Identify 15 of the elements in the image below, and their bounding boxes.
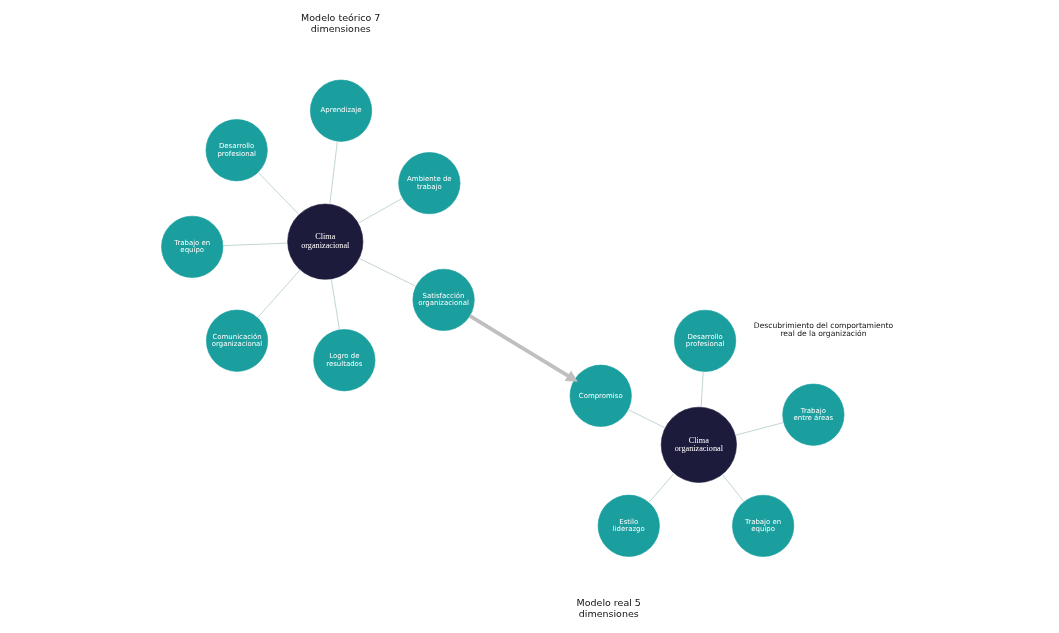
label: Modelo real 5 dimensiones xyxy=(576,596,641,619)
connector xyxy=(700,371,704,408)
connector xyxy=(627,409,665,429)
arrow xyxy=(468,314,578,382)
label: Modelo teórico 7 dimensiones xyxy=(300,11,380,34)
connector xyxy=(721,474,744,503)
connector xyxy=(358,258,416,287)
connector xyxy=(222,242,288,246)
connector xyxy=(734,422,784,436)
connector xyxy=(648,473,674,503)
connector xyxy=(257,172,299,215)
connector xyxy=(329,140,338,205)
connector xyxy=(357,197,403,224)
connector xyxy=(330,278,340,330)
connector xyxy=(256,269,301,319)
